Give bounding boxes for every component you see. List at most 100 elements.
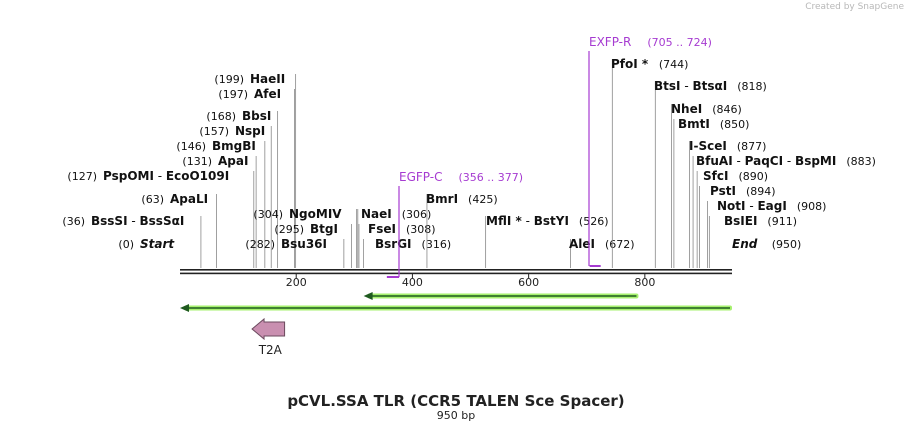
- site-position: (127): [67, 170, 97, 183]
- site-name: NotI - EagI: [717, 199, 787, 213]
- site-name-part: NgoMIV: [289, 207, 342, 221]
- site-name: BbsI: [242, 109, 271, 123]
- site-name-separator: -: [783, 154, 795, 168]
- site-apali[interactable]: ApaLI(63): [141, 192, 218, 268]
- site-start[interactable]: Start(0): [118, 237, 175, 251]
- site-position: (890): [738, 170, 768, 183]
- site-bsiei[interactable]: BsIEI (911): [708, 214, 797, 268]
- site-position: (168): [206, 110, 236, 123]
- feature-t2a[interactable]: T2A: [251, 317, 286, 357]
- site-bsssi[interactable]: BssSI - BssSαI (36): [62, 214, 202, 268]
- site-name: NgoMIV: [289, 207, 342, 221]
- site-position: (894): [746, 185, 776, 198]
- site-name-part: BsIEI: [724, 214, 757, 228]
- site-name-part: NaeI: [361, 207, 392, 221]
- site-name-part: BspMI: [795, 154, 836, 168]
- site-sfci[interactable]: SfcI(890): [696, 169, 768, 268]
- site-position: (36): [62, 215, 85, 228]
- site-mfli[interactable]: MflI * - BstYI(526): [485, 214, 609, 268]
- site-position: (818): [737, 80, 767, 93]
- site-name: BmtI: [678, 117, 710, 131]
- site-position: (306): [402, 208, 432, 221]
- site-position: (304): [253, 208, 283, 221]
- site-name-part: AleI: [569, 237, 595, 251]
- site-name-separator: -: [128, 214, 140, 228]
- site-name-part: EcoO109I: [166, 169, 229, 183]
- site-name-part: BtsI: [654, 79, 681, 93]
- site-name: AleI: [569, 237, 595, 251]
- site-ngomiv[interactable]: NgoMIV (304): [253, 207, 358, 268]
- site-naei[interactable]: NaeI (306): [357, 207, 432, 268]
- primer-egfp-c[interactable]: EGFP-C(356 .. 377): [386, 170, 523, 278]
- site-btgi[interactable]: BtgI(295): [274, 222, 352, 268]
- site-name-part: BtsαI: [692, 79, 727, 93]
- site-name-part: BssSαI: [140, 214, 185, 228]
- site-noti[interactable]: NotI - EagI (908): [707, 199, 827, 268]
- feature-arrowhead: [180, 304, 189, 312]
- site-position: (295): [274, 223, 304, 236]
- site-psti[interactable]: PstI(894): [699, 184, 776, 268]
- site-fsei[interactable]: FseI(308): [358, 222, 436, 268]
- t2a-arrow: [251, 317, 286, 341]
- site-alei[interactable]: AleI (672): [569, 237, 635, 268]
- site-name-separator: -: [522, 214, 534, 228]
- site-name: BmrI: [426, 192, 458, 206]
- ruler-tick-label: 400: [402, 276, 423, 289]
- site-bsrgi[interactable]: BsrGI (316): [363, 237, 452, 268]
- backbone-top-strand: [180, 269, 732, 271]
- site-bmti[interactable]: BmtI(850): [673, 117, 750, 268]
- site-iscei[interactable]: I-SceI(877): [689, 139, 766, 268]
- site-name-part: Bsu36I: [281, 237, 327, 251]
- site-pspomi[interactable]: PspOMI - EcoO109I (127): [67, 169, 255, 268]
- site-position: (744): [659, 58, 689, 71]
- site-position: (911): [767, 215, 797, 228]
- primer-exfp-r[interactable]: EXFP-R(705 .. 724): [588, 35, 712, 267]
- site-afei[interactable]: AfeI(197): [218, 87, 295, 268]
- site-bfuai[interactable]: BfuAI - PaqCI - BspMI(883): [692, 154, 876, 268]
- site-nhei[interactable]: NheI(846): [671, 102, 742, 268]
- site-name: Bsu36I: [281, 237, 327, 251]
- feature-label: T2A: [258, 343, 283, 357]
- site-position: (131): [182, 155, 212, 168]
- site-nspi[interactable]: NspI(157): [199, 124, 272, 268]
- site-position: (425): [468, 193, 498, 206]
- site-bmri[interactable]: BmrI (425): [426, 192, 498, 268]
- backbone-bottom-strand: [180, 272, 732, 275]
- site-name-part: PspOMI: [103, 169, 154, 183]
- site-name-separator: -: [746, 199, 758, 213]
- site-bmgbi[interactable]: BmgBI(146): [176, 139, 266, 268]
- site-position: (908): [797, 200, 827, 213]
- site-name: PspOMI - EcoO109I: [103, 169, 229, 183]
- site-name-part: AfeI: [254, 87, 281, 101]
- site-pfoi[interactable]: PfoI *(744): [611, 57, 688, 268]
- site-haeii[interactable]: HaeII(199): [214, 72, 297, 268]
- site-bbsi[interactable]: BbsI (168): [206, 109, 279, 268]
- site-position: (672): [605, 238, 635, 251]
- feature-arrow-2[interactable]: [180, 304, 732, 312]
- snapgene-credit: Created by SnapGene: [805, 2, 904, 12]
- site-name: BfuAI - PaqCI - BspMI: [696, 154, 836, 168]
- site-name-part: ApaLI: [170, 192, 208, 206]
- site-end[interactable]: End (950): [732, 237, 801, 251]
- site-name-part: BmtI: [678, 117, 710, 131]
- site-position: (282): [245, 238, 275, 251]
- site-name: BsrGI: [375, 237, 412, 251]
- feature-arrow-1[interactable]: [363, 292, 639, 300]
- site-name-part: HaeII: [250, 72, 285, 86]
- site-name-part: NspI: [235, 124, 265, 138]
- site-name: AfeI: [254, 87, 281, 101]
- site-name-part: BmgBI: [212, 139, 256, 153]
- site-name: ApaLI: [170, 192, 208, 206]
- site-bsu36i[interactable]: Bsu36I (282): [245, 237, 345, 268]
- site-name-part: PaqCI: [745, 154, 783, 168]
- site-name: End: [732, 237, 758, 251]
- site-name-separator: -: [681, 79, 693, 93]
- site-name-part: BssSI: [91, 214, 128, 228]
- site-apai[interactable]: ApaI(131): [182, 154, 257, 268]
- site-btsi[interactable]: BtsI - BtsαI (818): [654, 79, 767, 268]
- site-name-separator: -: [154, 169, 166, 183]
- site-name-part: MflI *: [486, 214, 522, 228]
- site-position: (950): [772, 238, 802, 251]
- site-position: (316): [422, 238, 452, 251]
